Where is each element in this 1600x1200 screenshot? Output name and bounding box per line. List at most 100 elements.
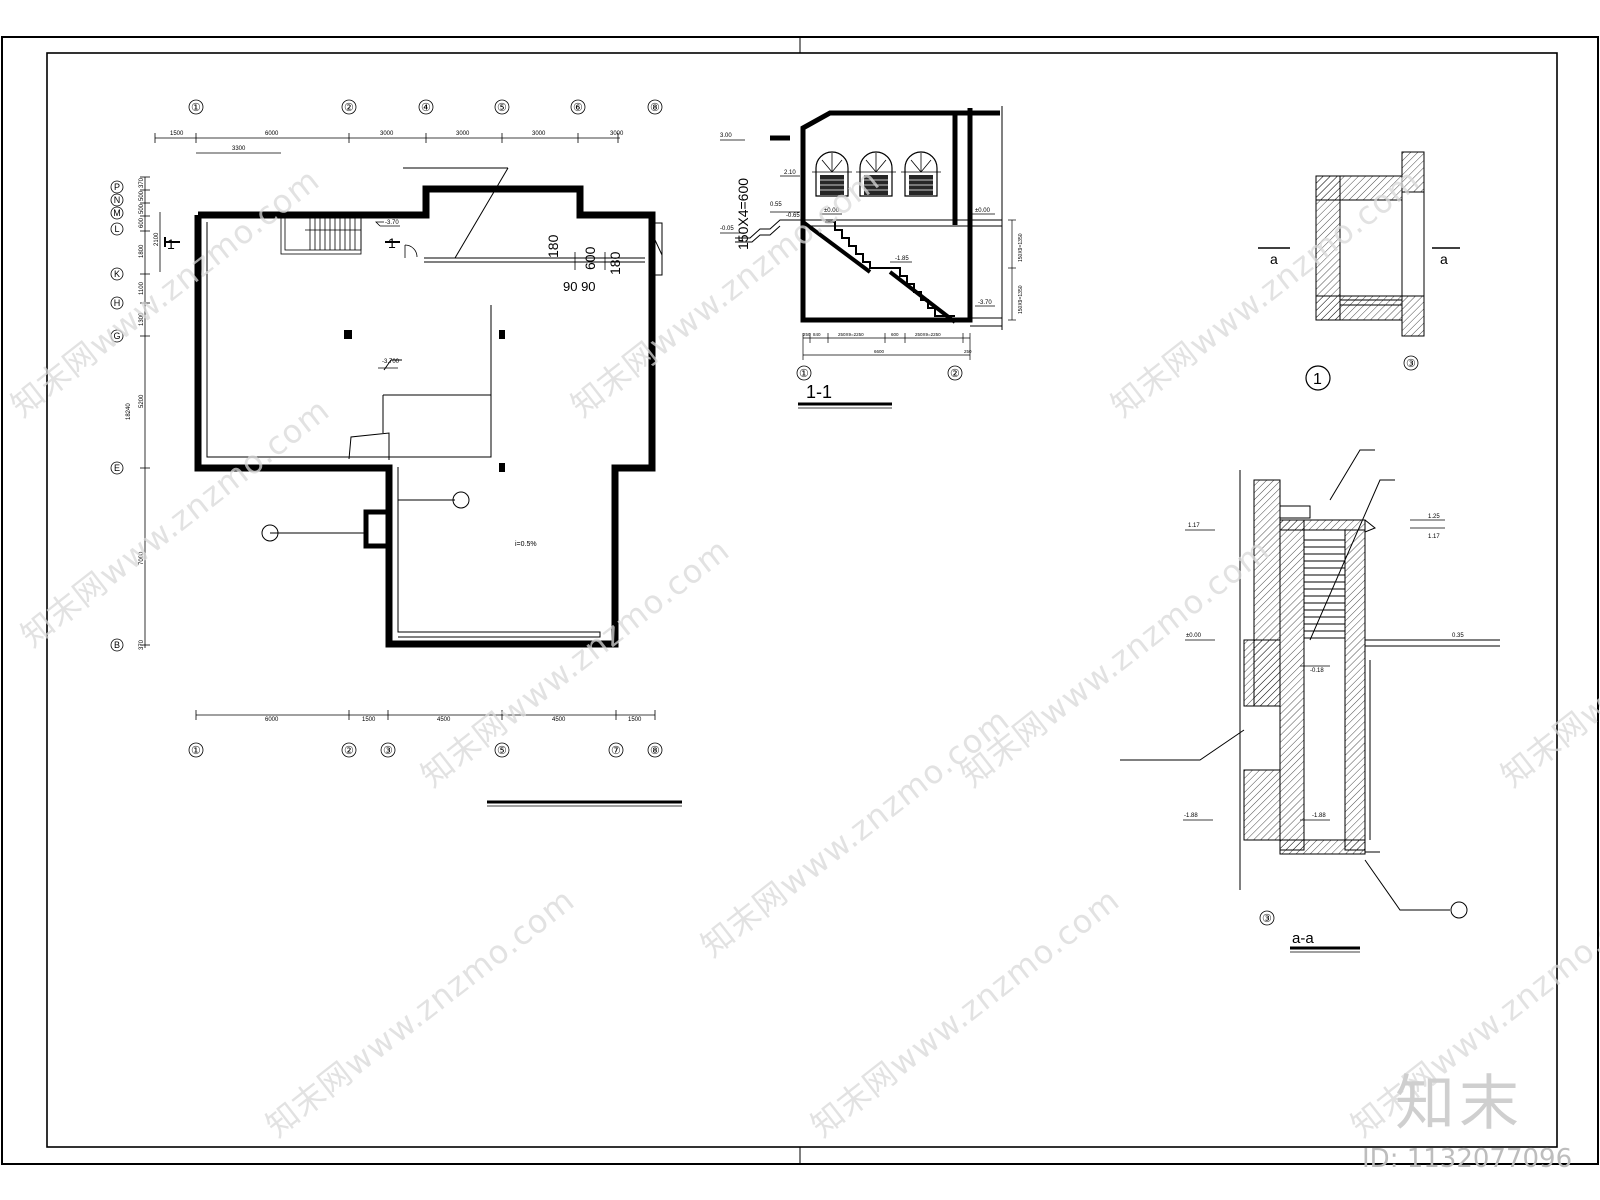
section-elev-8: -3.70	[978, 300, 992, 306]
detail-aa-elev-6: -0.18	[1310, 668, 1324, 674]
detail-aa-elev-5: 0.35	[1452, 633, 1464, 639]
section-elev-5: ±0.00	[824, 208, 840, 214]
plan-bottom-axis-5: ⑦	[611, 745, 621, 757]
detail-1-walls	[1315, 151, 1425, 337]
plan-elev-floor: -3.700	[382, 359, 400, 365]
section-elev-9: -0.65	[786, 213, 800, 219]
section-bottom-dim-line	[802, 333, 971, 360]
plan-columns	[344, 330, 505, 472]
plan-left-axis-bubbles	[110, 180, 124, 652]
plan-door-right	[651, 222, 663, 276]
plan-left-axis-P: P	[114, 182, 120, 192]
detail-aa-title: a-a	[1292, 930, 1314, 947]
section-elev-3: 0.55	[770, 202, 782, 208]
section-right-dim-line	[1008, 219, 1016, 321]
plan-top-dim-6: 3000	[610, 131, 624, 137]
plan-dim-600: 600	[582, 246, 598, 270]
detail-1-axis: ③	[1406, 358, 1416, 370]
detail-1-axis-bubble	[1403, 355, 1419, 371]
plan-section-mark-left: 1	[167, 236, 175, 252]
plan-inner-lines	[206, 167, 645, 638]
section-bottom-dim-2: 840	[813, 332, 821, 337]
detail-1-id: 1	[1313, 371, 1322, 388]
plan-bottom-axis-6: ⑧	[650, 745, 660, 757]
detail-1-cut-a-right: a	[1440, 251, 1448, 267]
plan-top-dim-4: 3000	[456, 131, 470, 137]
floor-plan: 1500 6000 3000 3000 3000 3000 3300 ① ② ④…	[110, 99, 682, 807]
section-bottom-dim-6: 250	[964, 349, 972, 354]
section-elev-4: -0.05	[720, 226, 734, 232]
section-bottom-dim-1: 250	[803, 332, 811, 337]
section-elev-7: -1.85	[895, 256, 909, 262]
section-1-1: 150X4=600 3.00 2.10 0.55 -0.05 ±0.00 ±0.…	[720, 106, 1024, 409]
svg-text:500: 500	[139, 190, 145, 201]
plan-bottom-dim-2: 1500	[362, 717, 376, 723]
plan-top-axis-4: ⑤	[497, 102, 507, 114]
plan-top-axis-5: ⑥	[573, 102, 583, 114]
detail-aa-walls	[1243, 479, 1366, 855]
detail-aa-axis: ③	[1262, 913, 1272, 925]
plan-left-axis-E: E	[114, 463, 120, 473]
section-elev-marks	[720, 139, 995, 307]
plan-dim-9090: 90 90	[563, 279, 596, 294]
plan-top-dim-3: 3000	[380, 131, 394, 137]
section-elev-1: 3.00	[720, 133, 732, 139]
plan-dim-ticks	[574, 252, 606, 270]
detail-aa-lines	[1120, 449, 1500, 911]
detail-aa-elev-8: -1.88	[1312, 813, 1326, 819]
detail-1-cut-a-left: a	[1270, 251, 1278, 267]
plan-dim-180a: 180	[545, 234, 561, 258]
detail-aa-elev-7: -1.88	[1184, 813, 1198, 819]
svg-text:600: 600	[139, 217, 145, 228]
section-title: 1-1	[806, 382, 832, 402]
plan-left-axis-K: K	[114, 269, 120, 279]
plan-left-axis-B: B	[114, 640, 120, 650]
detail-aa-axis-bubble	[1259, 910, 1275, 926]
detail-aa-elev-4: ±0.00	[1186, 633, 1202, 639]
detail-1: a a ③ 1	[1258, 151, 1460, 391]
svg-text:1100: 1100	[139, 281, 145, 295]
section-windows	[815, 151, 938, 197]
plan-left-axis-N: N	[114, 195, 121, 205]
plan-top-axis-3: ④	[421, 102, 431, 114]
plan-top-sub-dim: 3300	[232, 146, 246, 152]
plan-section-mark-right: 1	[388, 235, 396, 251]
svg-text:370: 370	[139, 177, 145, 188]
plan-dim-180b: 180	[607, 251, 623, 275]
detail-aa-grating	[1304, 539, 1345, 639]
section-right-dim-1: 150X9=1350	[1018, 233, 1024, 262]
svg-text:2100: 2100	[154, 232, 160, 246]
plan-top-axis-2: ②	[344, 102, 354, 114]
section-bottom-total: 6600	[874, 349, 885, 354]
plan-top-axis-6: ⑧	[650, 102, 660, 114]
plan-left-dimension-line	[140, 176, 161, 648]
sheet-frame	[1, 36, 1599, 1165]
detail-aa-elev-2: 1.25	[1428, 514, 1440, 520]
plan-top-dimension-line	[154, 133, 620, 154]
detail-aa-title-underline	[1290, 946, 1360, 953]
plan-top-dim-1: 1500	[170, 131, 184, 137]
plan-index-circles	[261, 491, 470, 542]
detail-aa: 1.17 1.25 1.17 ±0.00 0.35 -0.18 -1.88 -1…	[1120, 449, 1500, 953]
plan-notch	[363, 509, 389, 549]
section-window-slats	[820, 179, 933, 191]
svg-text:370: 370	[139, 639, 145, 650]
svg-text:18240: 18240	[126, 403, 132, 420]
plan-elev-marks	[375, 221, 400, 369]
image-id-label: ID: 1132077096	[1362, 1144, 1573, 1174]
section-axis-left: ①	[799, 368, 809, 380]
detail-1-id-bubble	[1305, 365, 1331, 391]
detail-aa-elev-marks	[1183, 519, 1470, 821]
plan-bottom-axis-2: ②	[344, 745, 354, 757]
plan-slope: i=0.5%	[515, 541, 537, 548]
svg-text:1300: 1300	[139, 312, 145, 326]
svg-text:5200: 5200	[139, 394, 145, 408]
section-axis-bubbles	[796, 365, 963, 381]
plan-left-dims: 370 500 500 600 2100 1800 1100 1300 5200…	[126, 177, 160, 650]
section-stair	[825, 221, 955, 317]
plan-bottom-dimension-line	[195, 710, 656, 720]
plan-left-axis-L: L	[114, 224, 119, 234]
plan-title-underline	[487, 800, 682, 807]
plan-bottom-dim-3: 4500	[437, 717, 451, 723]
